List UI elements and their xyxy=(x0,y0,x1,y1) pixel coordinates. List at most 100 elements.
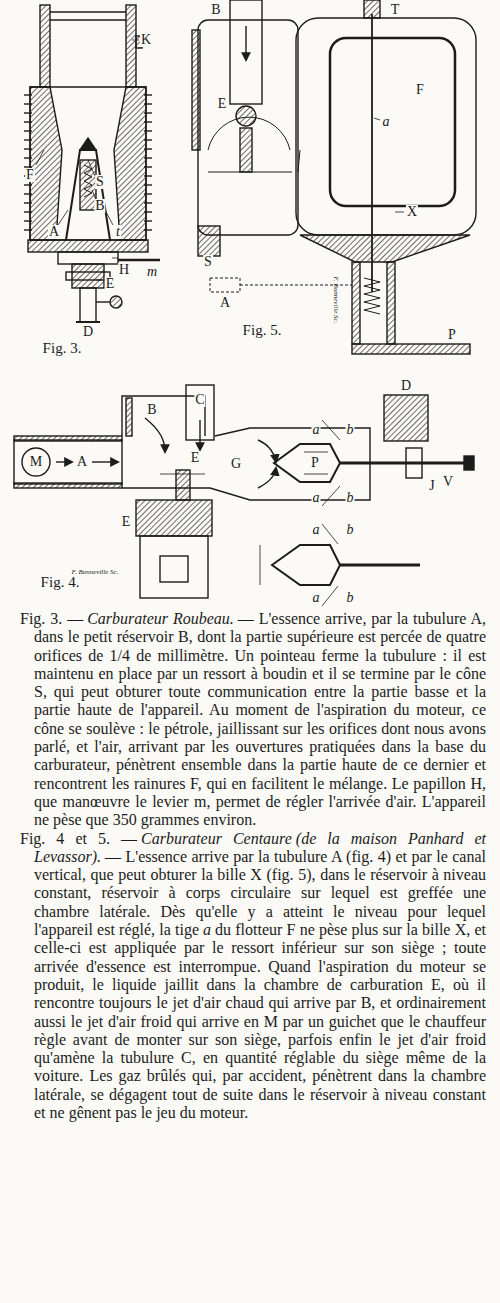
centaure-mixing-chamber xyxy=(384,395,428,441)
part-letter: F xyxy=(415,83,425,97)
figure-caption: Fig. 3. —Carburateur Roubeau.— L'essence… xyxy=(20,610,486,1122)
part-letter: E xyxy=(105,277,116,291)
roubeau-carburetor xyxy=(24,103,32,104)
part-letter: a xyxy=(312,491,321,505)
part-letter: J xyxy=(428,479,435,493)
centaure-mixing-chamber xyxy=(260,545,261,585)
roubeau-carburetor xyxy=(144,229,152,230)
part-letter: A xyxy=(48,225,60,239)
part-letter: b xyxy=(346,491,355,505)
roubeau-carburetor xyxy=(88,160,95,176)
roubeau-carburetor xyxy=(50,19,126,20)
centaure-mixing-chamber xyxy=(160,556,188,582)
centaure-float-chamber xyxy=(298,150,300,172)
part-letter: D xyxy=(400,379,412,393)
part-letter: P xyxy=(447,328,457,342)
centaure-float-chamber xyxy=(198,20,298,235)
roubeau-carburetor xyxy=(114,87,146,240)
engraver-signature: F. Bonneville Sc. xyxy=(332,276,339,325)
roubeau-carburetor xyxy=(24,130,32,131)
centaure-mixing-chamber xyxy=(304,452,328,453)
roubeau-carburetor xyxy=(24,211,32,212)
centaure-float-chamber xyxy=(387,262,395,344)
centaure-float-chamber xyxy=(245,26,246,60)
centaure-mixing-chamber xyxy=(122,428,370,500)
centaure-float-chamber xyxy=(352,344,470,354)
roubeau-carburetor xyxy=(80,138,96,150)
roubeau-carburetor xyxy=(24,112,32,113)
centaure-mixing-chamber xyxy=(258,468,276,488)
centaure-float-chamber xyxy=(208,172,292,173)
centaure-mixing-chamber xyxy=(464,456,474,470)
roubeau-carburetor xyxy=(24,202,32,203)
roubeau-carburetor xyxy=(144,139,152,140)
carburetor-engravings xyxy=(0,0,500,610)
roubeau-carburetor xyxy=(144,130,152,131)
roubeau-carburetor xyxy=(24,95,152,230)
centaure-mixing-chamber xyxy=(322,524,338,606)
roubeau-carburetor xyxy=(24,5,160,322)
roubeau-carburetor xyxy=(30,87,62,240)
roubeau-carburetor xyxy=(24,229,32,230)
centaure-float-chamber xyxy=(192,30,200,150)
roubeau-carburetor xyxy=(144,94,152,95)
part-letter: V xyxy=(442,475,454,489)
part-letter: B xyxy=(146,403,157,417)
roubeau-carburetor xyxy=(144,211,152,212)
centaure-mixing-chamber xyxy=(406,448,422,478)
figure-number: Fig. 4. xyxy=(40,575,81,590)
roubeau-carburetor xyxy=(144,148,152,149)
engraver-signature: F. Bonneville Sc. xyxy=(71,569,120,576)
centaure-mixing-chamber xyxy=(274,444,340,482)
caption-title: a xyxy=(203,921,211,938)
part-letter: E xyxy=(217,97,228,111)
caption-text: Fig. 4 et 5. — xyxy=(20,830,137,847)
roubeau-carburetor xyxy=(76,321,100,323)
centaure-mixing-chamber xyxy=(176,470,190,500)
roubeau-carburetor xyxy=(24,184,32,185)
centaure-float-chamber xyxy=(236,106,256,126)
roubeau-carburetor xyxy=(24,148,32,149)
centaure-mixing-chamber xyxy=(145,418,165,452)
part-letter: A xyxy=(76,455,88,469)
caption-paragraph: Fig. 4 et 5. —Carburateur Centaure(de la… xyxy=(20,830,486,1123)
part-letter: a xyxy=(312,523,321,537)
roubeau-carburetor xyxy=(50,11,126,12)
centaure-mixing-chamber xyxy=(322,420,340,506)
roubeau-carburetor xyxy=(66,150,110,240)
part-letter: F xyxy=(25,168,35,182)
roubeau-carburetor xyxy=(24,157,32,158)
centaure-mixing-chamber xyxy=(199,420,200,450)
centaure-mixing-chamber xyxy=(304,474,328,475)
part-letter: E xyxy=(190,451,201,465)
part-letter: H xyxy=(118,263,130,277)
caption-title: Carburateur Roubeau. xyxy=(87,610,234,627)
part-letter: D xyxy=(82,325,94,339)
roubeau-carburetor xyxy=(144,103,152,104)
part-letter: G xyxy=(230,457,242,471)
part-letter: X xyxy=(406,205,418,219)
part-letter: B xyxy=(210,3,221,17)
centaure-mixing-chamber xyxy=(136,500,212,536)
part-letter: K xyxy=(140,33,152,47)
centaure-float-chamber xyxy=(192,0,476,354)
roubeau-carburetor xyxy=(24,121,32,122)
part-letter: S xyxy=(203,255,213,269)
centaure-mixing-chamber xyxy=(258,440,276,462)
part-letter: m xyxy=(146,265,158,279)
part-letter: C xyxy=(194,393,205,407)
roubeau-carburetor xyxy=(144,121,152,122)
centaure-float-chamber xyxy=(374,118,380,120)
roubeau-carburetor xyxy=(36,150,44,165)
roubeau-carburetor xyxy=(72,264,104,288)
centaure-float-chamber xyxy=(395,212,404,213)
roubeau-carburetor xyxy=(112,258,118,259)
roubeau-carburetor xyxy=(132,40,139,41)
part-letter: M xyxy=(29,455,43,469)
roubeau-carburetor xyxy=(24,193,32,194)
part-letter: b xyxy=(346,523,355,537)
roubeau-carburetor xyxy=(96,280,102,281)
part-letter: E xyxy=(121,515,132,529)
roubeau-carburetor xyxy=(80,288,96,322)
roubeau-carburetor xyxy=(24,94,32,95)
